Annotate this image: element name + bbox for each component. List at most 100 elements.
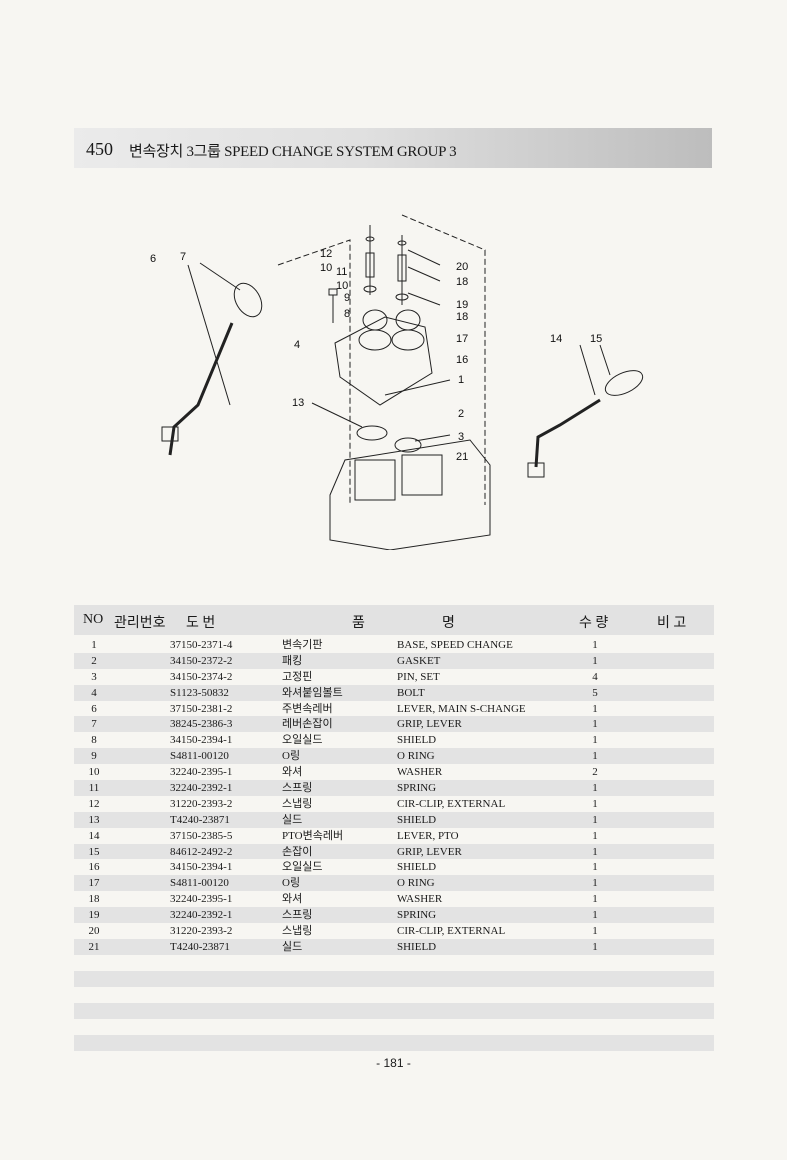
empty-row bbox=[74, 1002, 714, 1019]
table-cell: CIR-CLIP, EXTERNAL bbox=[397, 925, 506, 938]
table-cell: 34150-2374-2 bbox=[170, 670, 233, 683]
table-cell: 3 bbox=[91, 670, 97, 683]
callout-label: 6 bbox=[150, 253, 156, 265]
table-cell: 1 bbox=[592, 861, 598, 874]
callout-label: 1 bbox=[458, 374, 464, 386]
table-cell: 32240-2395-1 bbox=[170, 766, 233, 779]
section-title: 변속장치 3그룹 SPEED CHANGE SYSTEM GROUP 3 bbox=[129, 144, 457, 160]
col-name-b: 명 bbox=[442, 616, 455, 631]
table-cell: 37150-2381-2 bbox=[170, 702, 233, 715]
table-cell: 1 bbox=[592, 702, 598, 715]
table-cell: 1 bbox=[592, 845, 598, 858]
table-cell: 1 bbox=[592, 718, 598, 731]
table-cell: SPRING bbox=[397, 782, 437, 795]
callout-label: 2 bbox=[458, 408, 464, 420]
table-cell: T4240-23871 bbox=[170, 940, 230, 953]
empty-row bbox=[74, 987, 714, 1003]
callout-label: 19 bbox=[456, 299, 468, 311]
table-cell: 18 bbox=[88, 893, 100, 906]
col-qty: 수 량 bbox=[579, 616, 609, 631]
table-cell: 16 bbox=[88, 861, 100, 874]
table-cell: S4811-00120 bbox=[170, 877, 229, 890]
table-cell: O링 bbox=[282, 750, 301, 763]
table-cell: 1 bbox=[592, 877, 598, 890]
table-cell: 실드 bbox=[282, 813, 303, 826]
table-cell: 12 bbox=[88, 797, 100, 810]
col-drawing: 도 번 bbox=[186, 616, 216, 631]
table-cell: 10 bbox=[88, 766, 100, 779]
callout-label: 8 bbox=[344, 308, 350, 320]
table-cell: 13 bbox=[88, 813, 100, 826]
table-cell: 34150-2394-1 bbox=[170, 734, 233, 747]
table-cell: 오일실드 bbox=[282, 861, 323, 874]
table-cell: GRIP, LEVER bbox=[397, 845, 462, 858]
col-remark: 비 고 bbox=[657, 616, 687, 631]
callout-label: 12 bbox=[320, 248, 332, 260]
table-cell: 31220-2393-2 bbox=[170, 797, 233, 810]
table-cell: GASKET bbox=[397, 654, 441, 667]
table-cell: 5 bbox=[592, 686, 598, 699]
table-cell: 1 bbox=[592, 797, 598, 810]
table-cell: 84612-2492-2 bbox=[170, 845, 233, 858]
col-no: NO bbox=[83, 612, 104, 627]
callout-label: 3 bbox=[458, 431, 464, 443]
table-cell: 4 bbox=[592, 670, 598, 683]
table-cell: 9 bbox=[91, 750, 97, 763]
table-cell: CIR-CLIP, EXTERNAL bbox=[397, 797, 506, 810]
callout-label: 20 bbox=[456, 261, 468, 273]
table-cell: 1 bbox=[592, 654, 598, 667]
table-cell: 7 bbox=[91, 718, 97, 731]
table-cell: 1 bbox=[592, 750, 598, 763]
table-cell: LEVER, MAIN S-CHANGE bbox=[397, 702, 526, 715]
table-cell: 15 bbox=[88, 845, 100, 858]
table-cell: BOLT bbox=[397, 686, 425, 699]
empty-row bbox=[74, 955, 714, 971]
table-cell: SHIELD bbox=[397, 940, 437, 953]
table-cell: O링 bbox=[282, 877, 301, 890]
table-cell: O RING bbox=[397, 750, 435, 763]
table-cell: 31220-2393-2 bbox=[170, 925, 233, 938]
table-cell: WASHER bbox=[397, 893, 443, 906]
table-cell: 스프링 bbox=[282, 909, 313, 922]
callout-label: 18 bbox=[456, 311, 468, 323]
table-cell: 실드 bbox=[282, 940, 303, 953]
callout-label: 10 bbox=[320, 262, 332, 274]
table-cell: 14 bbox=[88, 829, 100, 842]
callout-label: 16 bbox=[456, 354, 468, 366]
callout-label: 10 bbox=[336, 280, 348, 292]
callout-label: 4 bbox=[294, 339, 300, 351]
table-cell: 레버손잡이 bbox=[282, 718, 333, 731]
table-cell: 오일실드 bbox=[282, 734, 323, 747]
table-cell: 34150-2372-2 bbox=[170, 654, 233, 667]
table-cell: 패킹 bbox=[282, 654, 303, 667]
callout-label: 11 bbox=[336, 266, 347, 278]
table-header: NO 관리번호 도 번 품 명 수 량 비 고 bbox=[74, 605, 714, 635]
table-cell: 19 bbox=[88, 909, 100, 922]
callout-label: 17 bbox=[456, 333, 468, 345]
table-cell: 38245-2386-3 bbox=[170, 718, 233, 731]
table-cell: 스프링 bbox=[282, 782, 313, 795]
table-cell: 32240-2392-1 bbox=[170, 782, 233, 795]
table-cell: 1 bbox=[592, 893, 598, 906]
col-mgmt: 관리번호 bbox=[114, 616, 166, 631]
table-cell: 1 bbox=[91, 639, 97, 651]
table-cell: LEVER, PTO bbox=[397, 829, 459, 842]
